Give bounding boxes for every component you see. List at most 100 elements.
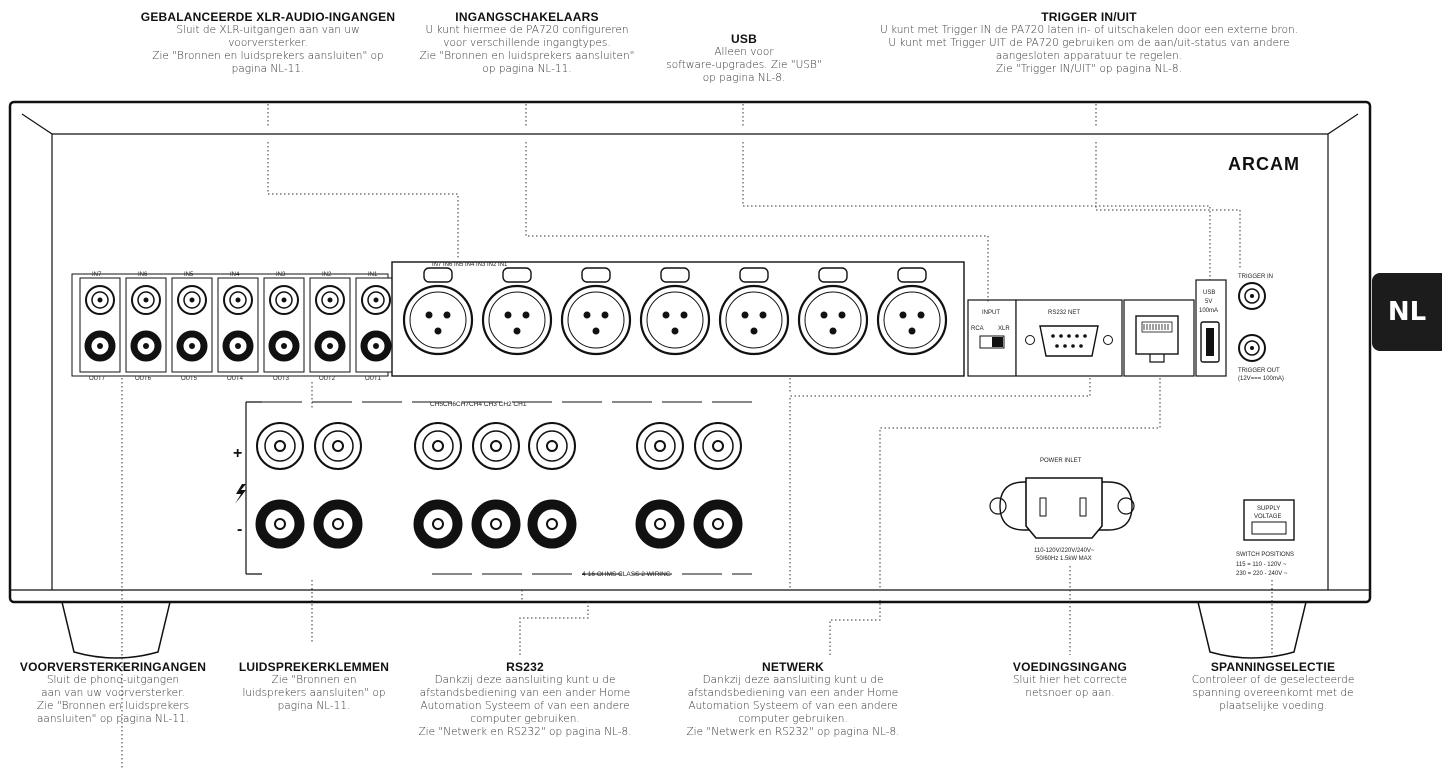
rca-switch-label: RCA xyxy=(971,326,984,332)
callout-rs232-line: Zie "Netwerk en RS232" op pagina NL-8. xyxy=(418,726,632,738)
power-spec-1: 110-120V/220V/240V~ xyxy=(1034,548,1095,554)
input-switch-label: INPUT xyxy=(982,310,1000,316)
callout-usb-line: op pagina NL-8. xyxy=(702,72,786,84)
switch-line-2: 230 = 220 - 240V ~ xyxy=(1236,571,1288,577)
trigger-out-spec: (12V=== 100mA) xyxy=(1238,376,1284,382)
leader-lines xyxy=(121,104,1273,768)
supply-label-1: SUPPLY xyxy=(1257,506,1280,512)
callout-rs232-line: Automation Systeem of van een andere xyxy=(420,700,630,712)
callout-network-line: computer gebruiken. xyxy=(738,713,848,725)
xlr-latch[interactable] xyxy=(423,267,453,283)
rca-in-label: IN5 xyxy=(184,272,194,278)
callout-preamp-line: Sluit de phono-uitgangen xyxy=(46,674,180,686)
language-tab: NL xyxy=(1372,273,1442,351)
callout-input-line: op pagina NL-11. xyxy=(482,63,572,75)
xlr-latch[interactable] xyxy=(818,267,848,283)
speaker-footer-label: 4-16 OHMS CLASS 2 WIRING xyxy=(582,571,671,578)
left-foot xyxy=(61,601,171,659)
callout-rs232-line: computer gebruiken. xyxy=(470,713,580,725)
rs232-label: RS232 NET xyxy=(1048,310,1080,316)
callout-speakers: LUIDSPREKERKLEMMEN Zie "Bronnen en luids… xyxy=(224,660,404,713)
callout-speakers-line: Zie "Bronnen en xyxy=(271,674,357,686)
callout-usb-line: software-upgrades. Zie "USB" xyxy=(666,59,822,71)
callout-network-line: afstandsbediening van een ander Home xyxy=(687,687,899,699)
callout-power: VOEDINGSINGANG Sluit hier het correcte n… xyxy=(990,660,1150,700)
xlr-header-label: IN7 IN6 IN5 IN4 IN3 IN2 IN1 xyxy=(432,262,508,268)
rca-out-label: OUT1 xyxy=(365,376,382,382)
rca-out-label: OUT2 xyxy=(319,376,336,382)
speaker-block-bracket xyxy=(245,401,262,575)
plus-sign: + xyxy=(233,445,242,462)
callout-power-title: VOEDINGSINGANG xyxy=(1012,660,1128,674)
rca-out-label: OUT3 xyxy=(273,376,290,382)
callout-network: NETWERK Dankzij deze aansluiting kunt u … xyxy=(674,660,912,739)
callout-usb-line: Alleen voor xyxy=(714,46,774,58)
callout-input-line: Zie "Bronnen en luidsprekers aansluiten" xyxy=(419,50,635,62)
callout-usb: USB Alleen voor software-upgrades. Zie "… xyxy=(656,32,832,85)
power-inlet-socket[interactable] xyxy=(1025,477,1103,539)
supply-label-2: VOLTAGE xyxy=(1254,514,1281,520)
brand-logo: ARCAM xyxy=(1228,154,1300,174)
callout-speakers-line: luidsprekers aansluiten" op xyxy=(242,687,386,699)
callout-rs232-line: afstandsbediening van een ander Home xyxy=(419,687,631,699)
rca-in-label: IN2 xyxy=(322,272,332,278)
callout-speakers-line: pagina NL-11. xyxy=(277,700,351,712)
usb-label: USB xyxy=(1203,290,1215,296)
rs232-port[interactable] xyxy=(1039,325,1099,357)
xlr-latch[interactable] xyxy=(581,267,611,283)
callout-input-line: voor verschillende ingangtypes. xyxy=(443,37,611,49)
callout-preamp: VOORVERSTERKERINGANGEN Sluit de phono-ui… xyxy=(8,660,218,726)
callout-trigger-title: TRIGGER IN/UIT xyxy=(1041,10,1137,24)
callout-trigger-line: U kunt met Trigger IN de PA720 laten in-… xyxy=(879,24,1299,36)
callout-voltage-line: plaatselijke voeding. xyxy=(1219,700,1327,712)
switch-positions-label: SWITCH POSITIONS xyxy=(1236,552,1294,558)
rca-in-label: IN4 xyxy=(230,272,240,278)
trigger-in-label: TRIGGER IN xyxy=(1238,274,1273,280)
callout-power-line: Sluit hier het correcte xyxy=(1012,674,1128,686)
rca-out-label: OUT4 xyxy=(227,376,244,382)
xlr-latch[interactable] xyxy=(660,267,690,283)
callout-voltage-title: SPANNINGSELECTIE xyxy=(1210,660,1336,674)
callout-input-title: INGANGSCHAKELAARS xyxy=(455,10,599,24)
speaker-header-label: CH5CH6CH7CH4 CH3 CH2 CH1 xyxy=(430,401,527,408)
callout-xlr-line: pagina NL-11. xyxy=(231,63,305,75)
rca-in-label: IN6 xyxy=(138,272,148,278)
callout-rs232: RS232 Dankzij deze aansluiting kunt u de… xyxy=(406,660,644,739)
callout-network-line: Zie "Netwerk en RS232" op pagina NL-8. xyxy=(686,726,900,738)
callout-preamp-line: aansluiten" op pagina NL-11. xyxy=(36,713,190,725)
callout-trigger: TRIGGER IN/UIT U kunt met Trigger IN de … xyxy=(846,10,1332,76)
callout-rs232-line: Dankzij deze aansluiting kunt u de xyxy=(434,674,616,686)
callout-network-title: NETWERK xyxy=(761,660,825,674)
callout-preamp-line: aan van uw voorversterker. xyxy=(41,687,185,699)
xlr-latch[interactable] xyxy=(502,267,532,283)
callout-trigger-line: Zie "Trigger IN/UIT" op pagina NL-8. xyxy=(996,63,1182,75)
rca-out-label: OUT5 xyxy=(181,376,198,382)
minus-sign: - xyxy=(237,521,242,538)
callout-input-line: U kunt hiermee de PA720 configureren xyxy=(425,24,629,36)
switch-line-1: 115 = 110 - 120V ~ xyxy=(1236,562,1287,568)
callout-speakers-title: LUIDSPREKERKLEMMEN xyxy=(238,660,390,674)
xlr-latch[interactable] xyxy=(897,267,927,283)
callout-network-line: Dankzij deze aansluiting kunt u de xyxy=(702,674,884,686)
callout-xlr-line: Sluit de XLR-uitgangen aan van uw xyxy=(176,24,360,36)
callout-voltage: SPANNINGSELECTIE Controleer of de gesele… xyxy=(1178,660,1368,713)
power-inlet-label: POWER INLET xyxy=(1040,458,1082,464)
xlr-latch[interactable] xyxy=(739,267,769,283)
callout-xlr: GEBALANCEERDE XLR-AUDIO-INGANGEN Sluit d… xyxy=(118,10,418,76)
rca-out-label: OUT6 xyxy=(135,376,152,382)
trigger-out-label: TRIGGER OUT xyxy=(1238,368,1280,374)
callout-preamp-line: Zie "Bronnen en luidsprekers xyxy=(36,700,190,712)
usb-current-label: 100mA xyxy=(1199,308,1218,314)
warning-bolt-icon xyxy=(235,484,246,504)
callout-power-line: netsnoer op aan. xyxy=(1025,687,1115,699)
callout-trigger-line: aangesloten apparatuur te regelen. xyxy=(995,50,1183,62)
callout-usb-title: USB xyxy=(731,32,757,46)
right-foot xyxy=(1197,601,1307,659)
callout-rs232-title: RS232 xyxy=(506,660,544,674)
callout-xlr-line: Zie "Bronnen en luidsprekers aansluiten"… xyxy=(152,50,384,62)
xlr-switch-label: XLR xyxy=(998,326,1010,332)
rca-out-label: OUT7 xyxy=(89,376,106,382)
callout-xlr-title: GEBALANCEERDE XLR-AUDIO-INGANGEN xyxy=(140,10,396,24)
callout-input: INGANGSCHAKELAARS U kunt hiermee de PA72… xyxy=(402,10,652,76)
